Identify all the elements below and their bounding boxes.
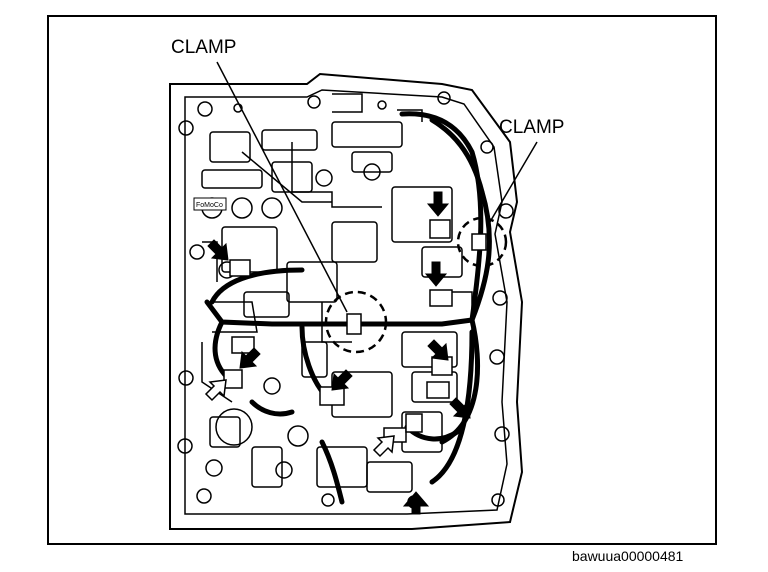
white-arrow-icon bbox=[204, 379, 395, 458]
bolt-holes bbox=[177, 91, 514, 509]
clamp-leader-left bbox=[216, 61, 348, 313]
gasket-outline bbox=[169, 72, 524, 530]
wiring-harness bbox=[204, 111, 492, 505]
clamp-circle-left bbox=[324, 290, 388, 354]
plate-marking: FoMoCo bbox=[196, 202, 223, 209]
clamp-circle-right bbox=[456, 216, 508, 268]
image-code: bawuua00000481 bbox=[572, 548, 684, 564]
separator-plate bbox=[184, 89, 508, 515]
clamp-label-left: CLAMP bbox=[171, 37, 237, 58]
figure-frame: FoMoCo CLAMP CLAMP bbox=[47, 15, 717, 545]
valve-body-diagram: FoMoCo bbox=[169, 61, 538, 530]
black-arrow-icon bbox=[207, 191, 471, 515]
clamp-label-right: CLAMP bbox=[499, 117, 565, 138]
plate-marking-box bbox=[193, 197, 227, 211]
clamp-leader-right bbox=[486, 141, 538, 228]
